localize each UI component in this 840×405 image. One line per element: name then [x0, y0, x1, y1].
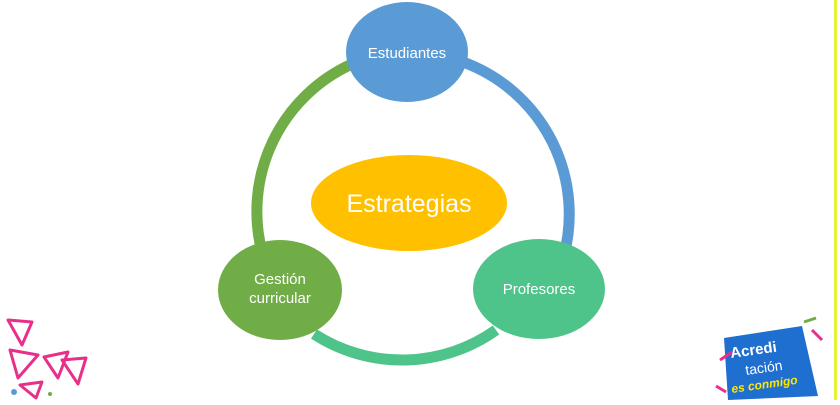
- arc-profesores-gestion: [311, 325, 500, 366]
- node-estudiantes-label: Estudiantes: [368, 45, 446, 62]
- center-node: Estrategias: [311, 155, 507, 251]
- decor-triangles-icon: [6, 318, 88, 400]
- node-estudiantes: Estudiantes: [346, 2, 468, 102]
- logo-line2: tación: [744, 357, 783, 378]
- cycle-ring: [251, 56, 575, 366]
- node-gestion-curricular: Gestión curricular: [218, 240, 342, 340]
- node-gestion-label-line1: Gestión: [254, 271, 306, 288]
- node-gestion-label-line2: curricular: [249, 290, 311, 307]
- arc-estudiantes-profesores: [461, 56, 575, 264]
- acreditacion-logo: Acredi tación es conmigo: [715, 316, 824, 400]
- center-label: Estrategias: [346, 190, 471, 218]
- right-edge-stripe: [834, 0, 837, 400]
- node-profesores: Profesores: [473, 239, 605, 339]
- node-profesores-label: Profesores: [503, 281, 576, 298]
- arc-gestion-estudiantes: [251, 58, 355, 254]
- logo-line1: Acredi: [729, 339, 778, 362]
- decor-dots-icon: [11, 389, 52, 396]
